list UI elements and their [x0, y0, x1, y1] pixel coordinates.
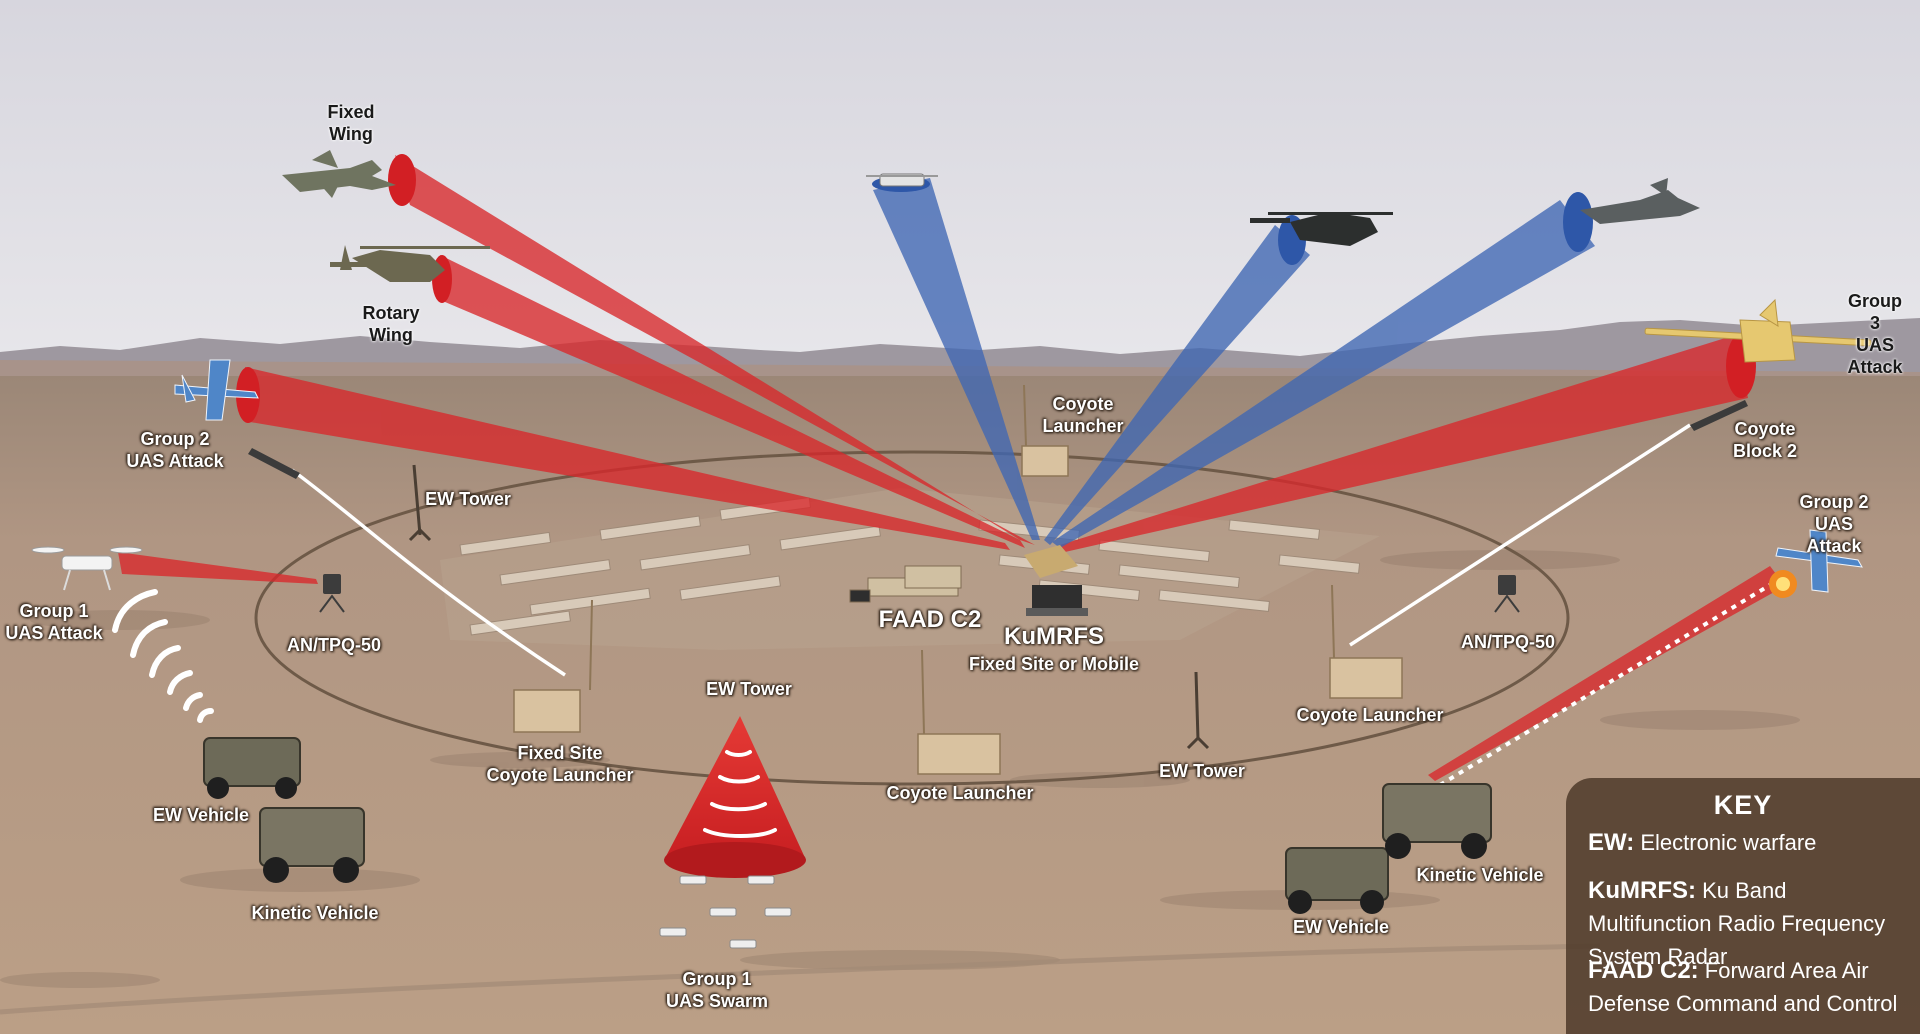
label-rotary-wing: Rotary Wing	[362, 303, 420, 345]
key-faad-def: Forward Area Air Defense Command and Con…	[1588, 958, 1898, 1016]
interceptor-missile-left	[248, 448, 300, 479]
key-legend: KEY EW: Electronic warfare KuMRFS: Ku Ba…	[1566, 778, 1920, 1034]
top-drone	[866, 173, 938, 187]
key-entry-kumrfs: KuMRFS: Ku Band Multifunction Radio Freq…	[1588, 874, 1908, 973]
key-ew-def: Electronic warfare	[1640, 830, 1817, 855]
dirt-road	[0, 943, 1601, 1015]
key-kumrfs-def: Ku Band Multifunction Radio Frequency Sy…	[1588, 878, 1886, 969]
ew-jamming-cone	[664, 716, 806, 878]
vehicle-wheels	[207, 777, 1487, 914]
fixed-wing-jets	[282, 150, 396, 198]
label-group3: Group 3 UAS Attack	[1847, 291, 1903, 377]
label-ew-tower-center: EW Tower	[706, 679, 792, 699]
group1-quadcopter-left	[31, 546, 143, 591]
label-kumrfs-sub: Fixed Site or Mobile	[968, 654, 1140, 674]
defended-area-perimeter	[254, 450, 1570, 786]
mountain-range	[0, 318, 1920, 372]
label-coyote-launcher-center: Coyote Launcher	[886, 783, 1034, 803]
ew-towers	[408, 464, 1210, 750]
label-ew-tower-top: EW Tower	[425, 489, 511, 509]
group2-uav-right	[1775, 529, 1863, 593]
helicopter-right	[1250, 212, 1393, 246]
beam-group2-left	[245, 367, 1010, 550]
key-entry-ew: EW: Electronic warfare	[1588, 826, 1908, 859]
key-ew-abbr: EW:	[1588, 829, 1635, 856]
beam-rotary-wing	[440, 255, 1025, 548]
label-fixed-site-coyote: Fixed Site Coyote Launcher	[486, 743, 634, 785]
faad-c2-site	[849, 565, 962, 603]
key-kumrfs-abbr: KuMRFS:	[1588, 877, 1696, 904]
interceptor-trails	[290, 423, 1772, 787]
label-coyote-launcher-right: Coyote Launcher	[1296, 705, 1444, 725]
beam-group1-left	[118, 552, 318, 584]
label-kinetic-vehicle-right: Kinetic Vehicle	[1416, 865, 1544, 885]
vehicles	[203, 737, 1492, 901]
label-kumrfs: KuMRFS	[1004, 623, 1104, 650]
intercept-explosion	[1769, 570, 1797, 598]
label-antpq-left: AN/TPQ-50	[286, 635, 382, 655]
group2-uav-left	[174, 359, 259, 421]
key-entry-faad: FAAD C2: Forward Area Air Defense Comman…	[1588, 954, 1908, 1020]
label-fixed-wing: Fixed Wing	[327, 102, 375, 144]
trail-left	[290, 468, 566, 677]
label-coyote-launcher-top: Coyote Launcher	[1042, 394, 1124, 436]
label-ew-tower-right: EW Tower	[1159, 761, 1245, 781]
beam-drone-top	[873, 178, 1040, 540]
label-faad-c2: FAAD C2	[878, 606, 982, 633]
label-ew-vehicle-left: EW Vehicle	[152, 805, 250, 825]
beam-jet-right	[1052, 200, 1595, 548]
key-faad-abbr: FAAD C2:	[1588, 957, 1699, 984]
label-ew-vehicle-right: EW Vehicle	[1292, 917, 1390, 937]
trail-right	[1349, 423, 1691, 647]
uas-swarm	[659, 875, 792, 949]
beam-helicopter	[1044, 225, 1310, 545]
antpq-radars	[319, 574, 1520, 613]
ew-signal-waves-left	[112, 589, 214, 723]
key-title: KEY	[1713, 790, 1773, 820]
red-engagement-beams	[118, 155, 1785, 781]
label-group1-left: Group 1 UAS Attack	[5, 601, 103, 643]
label-kinetic-vehicle-left: Kinetic Vehicle	[251, 903, 379, 923]
label-group1-swarm: Group 1 UAS Swarm	[665, 969, 769, 1011]
beam-group3	[1060, 335, 1748, 552]
label-coyote-block2: Coyote Block 2	[1732, 419, 1798, 461]
beam-group2-right	[1428, 566, 1785, 781]
label-group2-right: Group 2 UAS Attack	[1799, 492, 1869, 556]
kumrfs-radar	[1024, 545, 1088, 616]
launcher-masts	[589, 384, 1335, 735]
label-group2-left: Group 2 UAS Attack	[126, 429, 224, 471]
label-antpq-right: AN/TPQ-50	[1460, 632, 1556, 652]
rotary-wing-helicopter	[330, 245, 490, 282]
coyote-block2-missile	[1690, 400, 1748, 431]
coyote-launchers	[513, 445, 1403, 775]
trail-kinetic	[1438, 583, 1772, 787]
jet-right	[1580, 178, 1700, 224]
group3-uav	[1644, 298, 1872, 363]
blue-tracking-beams	[873, 178, 1595, 548]
